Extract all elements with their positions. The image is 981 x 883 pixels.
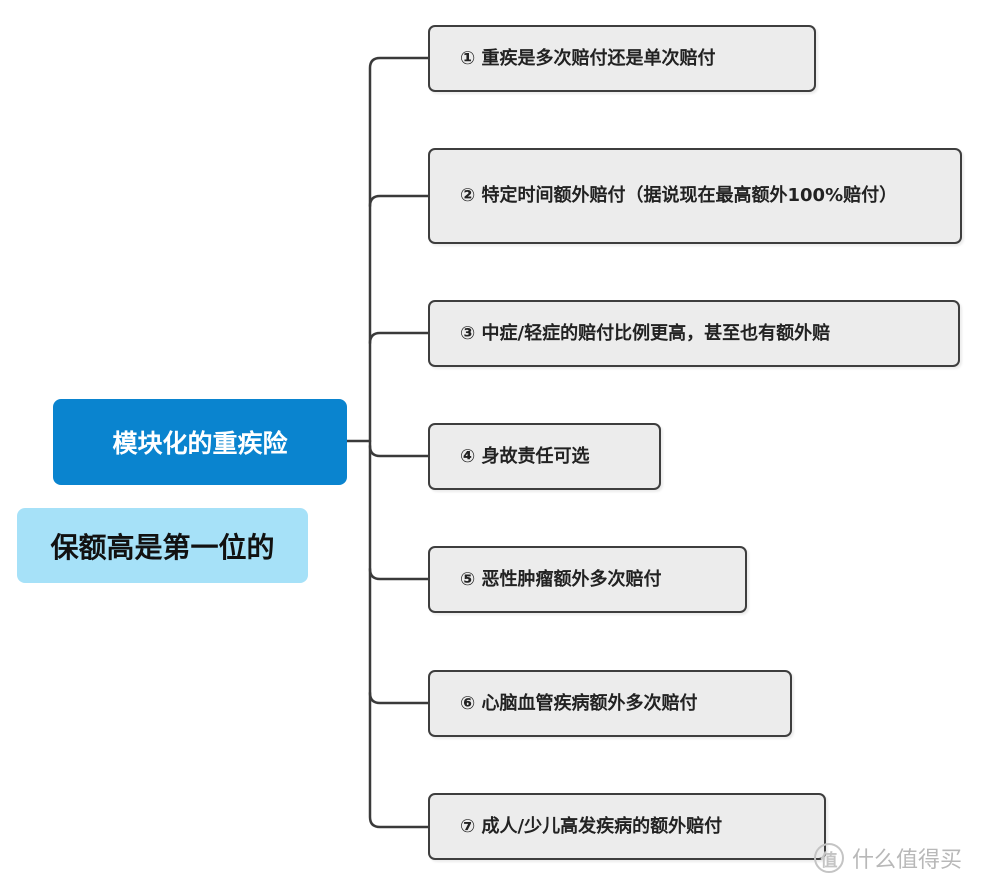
branch-node-5: ⑤ 恶性肿瘤额外多次赔付 (428, 546, 747, 613)
connector-branch-4 (368, 444, 430, 458)
branch-node-3: ③ 中症/轻症的赔付比例更高，甚至也有额外赔 (428, 300, 960, 367)
branch-label: ⑦ 成人/少儿高发疾病的额外赔付 (460, 815, 723, 837)
branch-label: ① 重疾是多次赔付还是单次赔付 (460, 47, 716, 69)
connector-branch-6 (368, 691, 430, 705)
branch-label: ④ 身故责任可选 (460, 445, 590, 467)
branch-node-7: ⑦ 成人/少儿高发疾病的额外赔付 (428, 793, 826, 860)
branch-label: ② 特定时间额外赔付（据说现在最高额外100%赔付） (460, 185, 898, 206)
side-note: 保额高是第一位的 (17, 508, 308, 583)
watermark: 值 什么值得买 (814, 838, 962, 878)
branch-node-2: ② 特定时间额外赔付（据说现在最高额外100%赔付） (428, 148, 962, 244)
connector-branch-2 (368, 194, 430, 208)
branch-node-4: ④ 身故责任可选 (428, 423, 661, 490)
branch-node-6: ⑥ 心脑血管疾病额外多次赔付 (428, 670, 792, 737)
connector-branch-5 (368, 567, 430, 581)
branch-node-1: ① 重疾是多次赔付还是单次赔付 (428, 25, 816, 92)
root-label: 模块化的重疾险 (112, 429, 288, 458)
branch-label: ⑤ 恶性肿瘤额外多次赔付 (460, 568, 662, 590)
branch-label: ③ 中症/轻症的赔付比例更高，甚至也有额外赔 (460, 322, 831, 344)
watermark-logo-icon: 值 (814, 843, 844, 873)
trunk-line (368, 56, 430, 829)
branch-label: ⑥ 心脑血管疾病额外多次赔付 (460, 692, 698, 714)
watermark-text: 什么值得买 (852, 848, 963, 873)
root-node: 模块化的重疾险 (53, 399, 347, 485)
connector-branch-3 (368, 331, 430, 345)
side-note-label: 保额高是第一位的 (50, 530, 275, 564)
